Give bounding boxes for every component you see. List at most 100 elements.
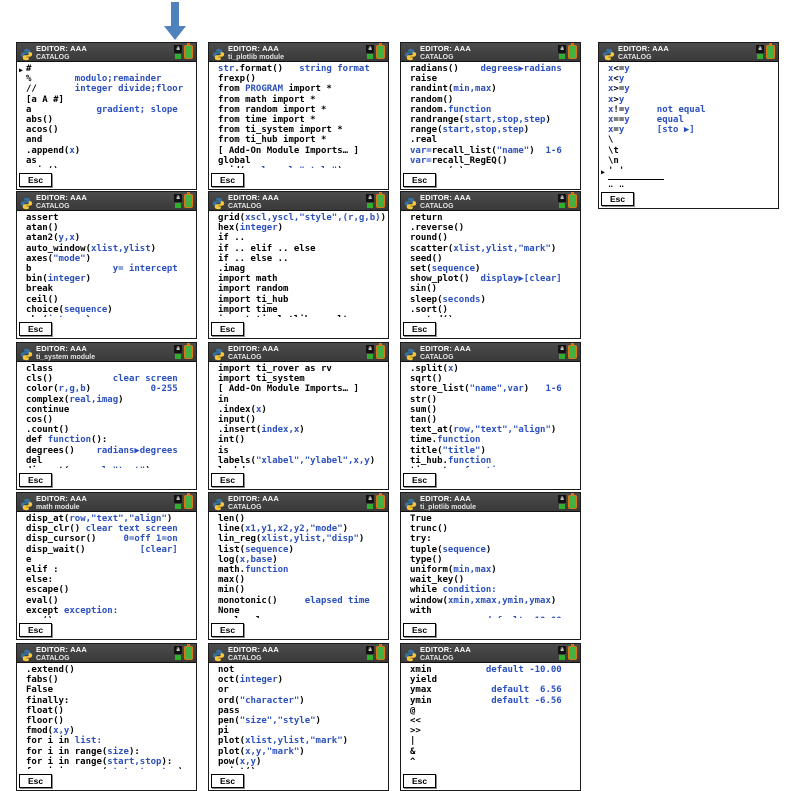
catalog-entry[interactable]: return: [404, 213, 578, 223]
catalog-entry[interactable]: elif :: [20, 565, 194, 575]
esc-button[interactable]: Esc: [403, 473, 436, 487]
catalog-entry[interactable]: ▶lambda: [212, 466, 386, 468]
catalog-entry[interactable]: list(sequence): [212, 545, 386, 555]
catalog-entry[interactable]: acos(): [20, 125, 194, 135]
esc-button[interactable]: Esc: [211, 322, 244, 336]
catalog-entry[interactable]: assert: [20, 213, 194, 223]
catalog-entry[interactable]: pass: [212, 706, 386, 716]
catalog-entry[interactable]: ▶chr(integer): [20, 315, 194, 317]
catalog-entry[interactable]: plot(xlist,ylist,"mark"): [212, 736, 386, 746]
catalog-entry[interactable]: and: [20, 135, 194, 145]
catalog-entry[interactable]: [a A #]: [20, 95, 194, 105]
catalog-entry[interactable]: [ Add-On Module Imports… ]: [212, 146, 386, 156]
catalog-entry[interactable]: ymax default 6.56: [404, 685, 578, 695]
catalog-entry[interactable]: finally:: [20, 696, 194, 706]
catalog-entry[interactable]: break: [20, 284, 194, 294]
catalog-entry[interactable]: ▶~: [404, 767, 578, 769]
catalog-entry[interactable]: \n: [602, 156, 776, 166]
esc-button[interactable]: Esc: [403, 322, 436, 336]
catalog-entry[interactable]: hex(integer): [212, 223, 386, 233]
catalog-entry[interactable]: disp_cursor() 0=off 1=on: [20, 534, 194, 544]
catalog-entry[interactable]: frexp(): [212, 74, 386, 84]
catalog-entry[interactable]: x>=y: [602, 84, 776, 94]
catalog-entry[interactable]: or: [212, 685, 386, 695]
catalog-entry[interactable]: &: [404, 747, 578, 757]
catalog-entry[interactable]: in: [212, 395, 386, 405]
catalog-entry[interactable]: x!=y not equal: [602, 105, 776, 115]
catalog-entry[interactable]: var=recall_RegEQ(): [404, 156, 578, 166]
catalog-entry[interactable]: from ti_system import *: [212, 125, 386, 135]
catalog-entry[interactable]: True: [404, 514, 578, 524]
catalog-entry[interactable]: line(x1,y1,x2,y2,"mode"): [212, 524, 386, 534]
catalog-entry[interactable]: round(): [404, 233, 578, 243]
catalog-entry[interactable]: max(): [212, 575, 386, 585]
catalog-entry[interactable]: title("title"): [404, 446, 578, 456]
catalog-entry[interactable]: [ Add-On Module Imports… ]: [212, 384, 386, 394]
catalog-entry[interactable]: wait_key(): [404, 575, 578, 585]
catalog-entry[interactable]: from time import *: [212, 115, 386, 125]
catalog-entry[interactable]: from random import *: [212, 105, 386, 115]
catalog-entry[interactable]: disp_wait() [clear]: [20, 545, 194, 555]
catalog-entry[interactable]: fmod(x,y): [20, 726, 194, 736]
catalog-entry[interactable]: color(r,g,b) 0-255: [20, 384, 194, 394]
catalog-entry[interactable]: sqrt(): [404, 374, 578, 384]
catalog-entry[interactable]: randint(min,max): [404, 84, 578, 94]
catalog-entry[interactable]: escape(): [20, 585, 194, 595]
catalog-entry[interactable]: a gradient; slope: [20, 105, 194, 115]
catalog-entry[interactable]: set(sequence): [404, 264, 578, 274]
esc-button[interactable]: Esc: [19, 322, 52, 336]
catalog-entry[interactable]: sleep(seconds): [404, 295, 578, 305]
catalog-entry[interactable]: len(): [212, 514, 386, 524]
catalog-entry[interactable]: .count(): [20, 425, 194, 435]
catalog-entry[interactable]: ▶print(): [212, 767, 386, 769]
catalog-entry[interactable]: \t: [602, 146, 776, 156]
catalog-entry[interactable]: raise: [404, 74, 578, 84]
catalog-entry[interactable]: is: [212, 446, 386, 456]
catalog-entry[interactable]: import ti_system: [212, 374, 386, 384]
catalog-entry[interactable]: labels("xlabel","ylabel",x,y): [212, 456, 386, 466]
catalog-entry[interactable]: from ti_hub import *: [212, 135, 386, 145]
catalog-entry[interactable]: x=y [sto ▶]: [602, 125, 776, 135]
catalog-entry[interactable]: with: [404, 606, 578, 616]
catalog-entry[interactable]: abs(): [20, 115, 194, 125]
catalog-entry[interactable]: floor(): [20, 716, 194, 726]
catalog-entry[interactable]: ▶nonlocal: [212, 616, 386, 618]
catalog-entry[interactable]: .sort(): [404, 305, 578, 315]
catalog-entry[interactable]: import math: [212, 274, 386, 284]
catalog-entry[interactable]: x<y: [602, 74, 776, 84]
catalog-entry[interactable]: type(): [404, 555, 578, 565]
catalog-entry[interactable]: <<: [404, 716, 578, 726]
catalog-entry[interactable]: cos(): [20, 415, 194, 425]
catalog-entry[interactable]: class: [20, 364, 194, 374]
catalog-entry[interactable]: text_at(row,"text","align"): [404, 425, 578, 435]
catalog-entry[interactable]: asin(): [20, 166, 194, 168]
catalog-entry[interactable]: str(): [404, 395, 578, 405]
catalog-entry[interactable]: not: [212, 665, 386, 675]
catalog-entry[interactable]: uniform(min,max): [404, 565, 578, 575]
catalog-entry[interactable]: ceil(): [20, 295, 194, 305]
catalog-entry[interactable]: if .. else ..: [212, 254, 386, 264]
catalog-entry[interactable]: pi: [212, 726, 386, 736]
catalog-entry[interactable]: eval(): [20, 596, 194, 606]
catalog-entry[interactable]: else:: [20, 575, 194, 585]
catalog-entry[interactable]: show_plot() display▶[clear]: [404, 274, 578, 284]
catalog-entry[interactable]: math.function: [212, 565, 386, 575]
catalog-entry[interactable]: import time: [212, 305, 386, 315]
catalog-entry[interactable]: ▶#: [20, 64, 194, 74]
catalog-entry[interactable]: str.format() string format: [212, 64, 386, 74]
catalog-entry[interactable]: degrees() radians▶degrees: [20, 446, 194, 456]
catalog-entry[interactable]: .index(x): [212, 405, 386, 415]
catalog-entry[interactable]: ▶exp(): [20, 616, 194, 618]
catalog-entry[interactable]: if ..: [212, 233, 386, 243]
catalog-entry[interactable]: @: [404, 706, 578, 716]
catalog-entry[interactable]: for i in range(size):: [20, 747, 194, 757]
catalog-entry[interactable]: bin(integer): [20, 274, 194, 284]
catalog-entry[interactable]: random.function: [404, 105, 578, 115]
catalog-entry[interactable]: .reverse(): [404, 223, 578, 233]
catalog-entry[interactable]: del: [20, 456, 194, 466]
catalog-entry[interactable]: time.function: [404, 435, 578, 445]
catalog-entry[interactable]: oct(integer): [212, 675, 386, 685]
catalog-entry[interactable]: while condition:: [404, 585, 578, 595]
catalog-entry[interactable]: var=recall_list("name") 1-6: [404, 146, 578, 156]
esc-button[interactable]: Esc: [403, 173, 436, 187]
